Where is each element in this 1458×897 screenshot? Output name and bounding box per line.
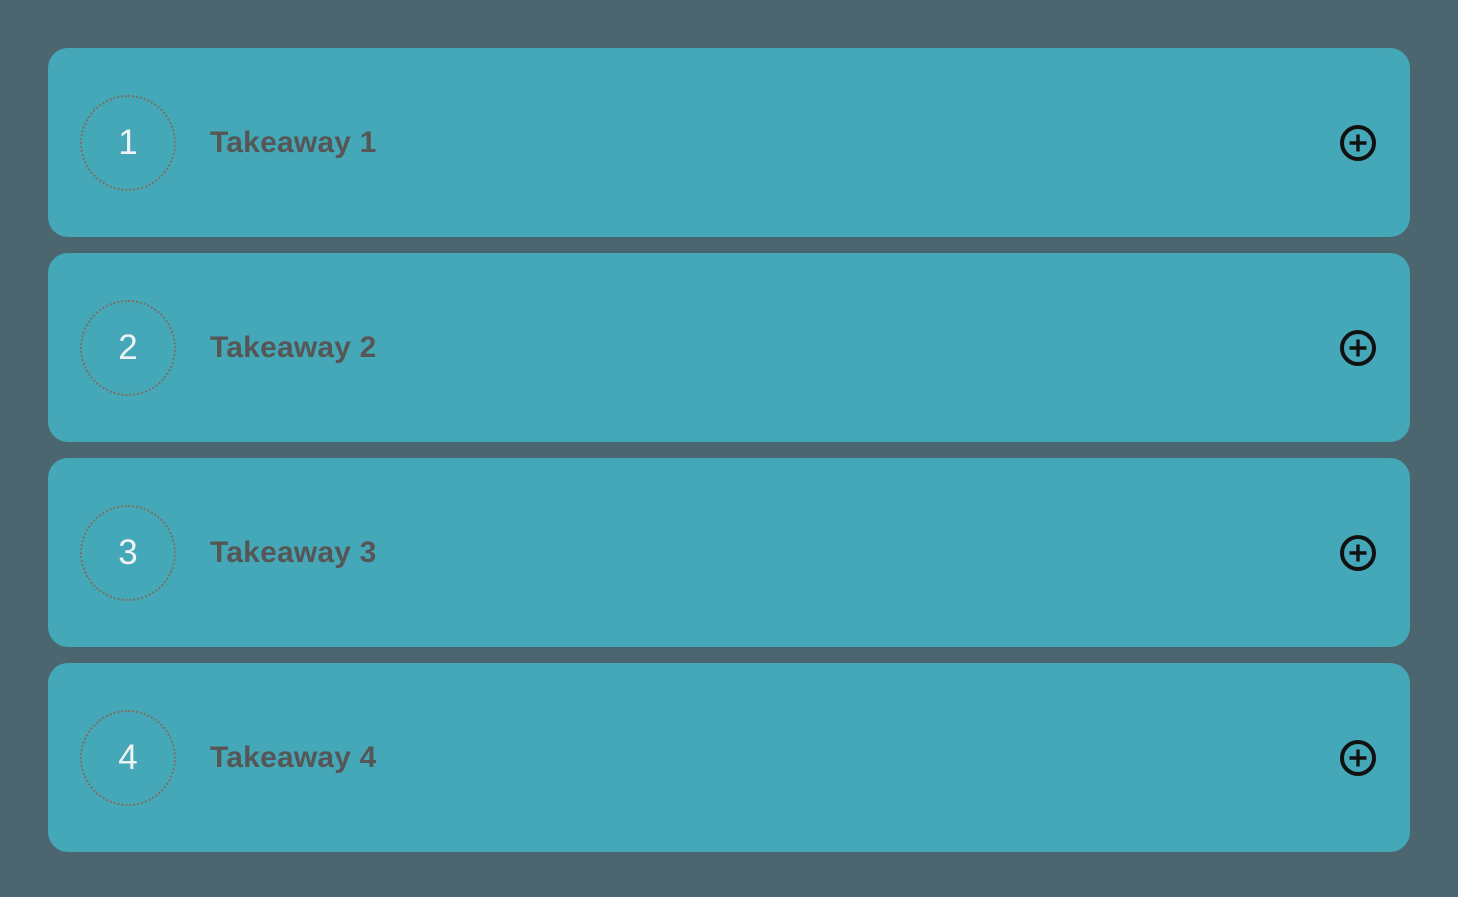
takeaway-list: 1 Takeaway 1 2 Takeaway 2: [48, 48, 1410, 852]
takeaway-title: Takeaway 1: [210, 125, 377, 159]
takeaway-title: Takeaway 4: [210, 740, 377, 774]
takeaway-number: 3: [118, 533, 138, 572]
plus-circle-icon: [1339, 329, 1377, 367]
takeaway-number-badge: 4: [80, 709, 176, 806]
plus-circle-icon: [1339, 534, 1377, 572]
takeaway-card[interactable]: 4 Takeaway 4: [48, 663, 1410, 852]
takeaway-card[interactable]: 3 Takeaway 3: [48, 458, 1410, 647]
takeaway-card[interactable]: 1 Takeaway 1: [48, 48, 1410, 237]
takeaway-title: Takeaway 3: [210, 535, 377, 569]
takeaway-number-badge: 2: [80, 299, 176, 396]
takeaway-number: 2: [118, 328, 138, 367]
add-takeaway-button[interactable]: [1338, 533, 1378, 573]
takeaway-number: 1: [118, 123, 138, 162]
takeaway-number-badge: 3: [80, 504, 176, 601]
takeaway-number: 4: [118, 738, 138, 777]
add-takeaway-button[interactable]: [1338, 328, 1378, 368]
plus-circle-icon: [1339, 739, 1377, 777]
takeaway-title: Takeaway 2: [210, 330, 377, 364]
plus-circle-icon: [1339, 124, 1377, 162]
takeaway-number-badge: 1: [80, 94, 176, 191]
add-takeaway-button[interactable]: [1338, 123, 1378, 163]
takeaway-card[interactable]: 2 Takeaway 2: [48, 253, 1410, 442]
add-takeaway-button[interactable]: [1338, 738, 1378, 778]
